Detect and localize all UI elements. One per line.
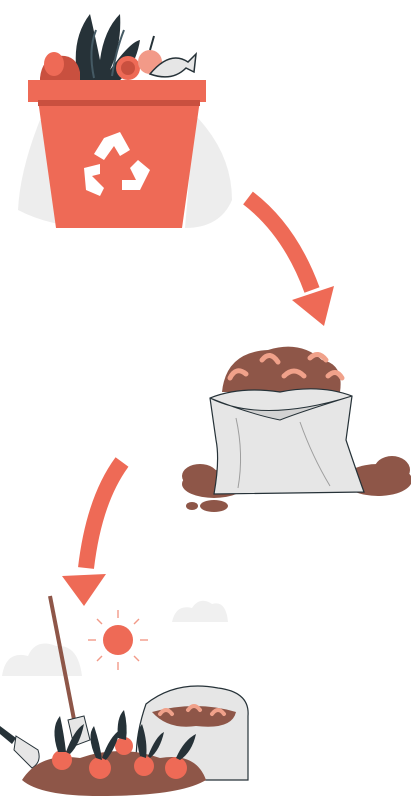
curved-arrow-icon bbox=[86, 462, 122, 568]
sack-body bbox=[210, 389, 364, 494]
bin-body bbox=[38, 100, 200, 228]
soil-clump bbox=[200, 500, 228, 512]
food-scraps bbox=[40, 14, 196, 82]
arrow-bin-to-compost bbox=[248, 198, 334, 326]
cloud-icon bbox=[172, 601, 228, 622]
compost-sack bbox=[182, 347, 411, 512]
trowel-icon bbox=[0, 726, 16, 744]
bin-rim bbox=[28, 80, 206, 102]
garden-vegetables bbox=[0, 596, 248, 796]
curved-arrow-icon bbox=[248, 198, 312, 290]
cloud-icon bbox=[2, 644, 82, 676]
arrow-compost-to-garden bbox=[62, 462, 122, 606]
sun-icon bbox=[88, 610, 148, 670]
food-waste-bin bbox=[18, 14, 232, 228]
